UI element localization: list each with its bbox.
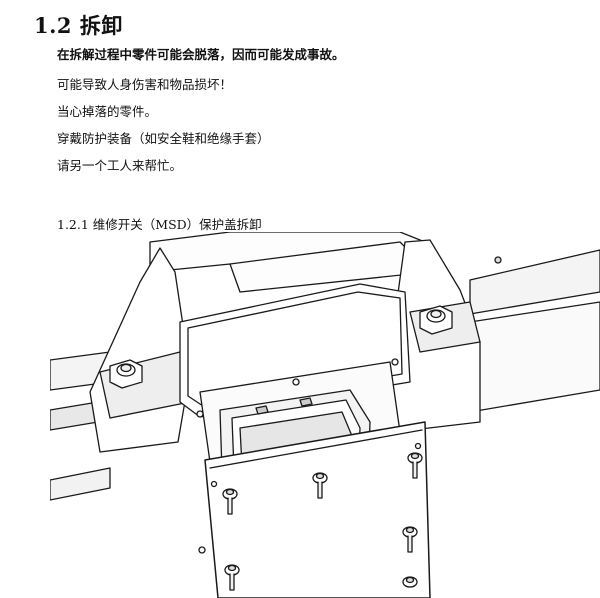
warning-line-3: 当心掉落的零件。	[57, 104, 158, 119]
msd-cover-illustration	[50, 232, 600, 598]
warning-line-2: 可能导致人身伤害和物品损坏！	[57, 77, 233, 92]
section-heading: 1.2 拆卸	[34, 13, 123, 38]
warning-line-4: 穿戴防护装备（如安全鞋和绝缘手套）	[57, 131, 270, 146]
warning-line-1: 在拆解过程中零件可能会脱落，因而可能发成事故。	[57, 47, 345, 62]
subsection-heading: 1.2.1 维修开关（MSD）保护盖拆卸	[57, 217, 262, 232]
warning-line-5: 请另一个工人来帮忙。	[57, 158, 183, 173]
